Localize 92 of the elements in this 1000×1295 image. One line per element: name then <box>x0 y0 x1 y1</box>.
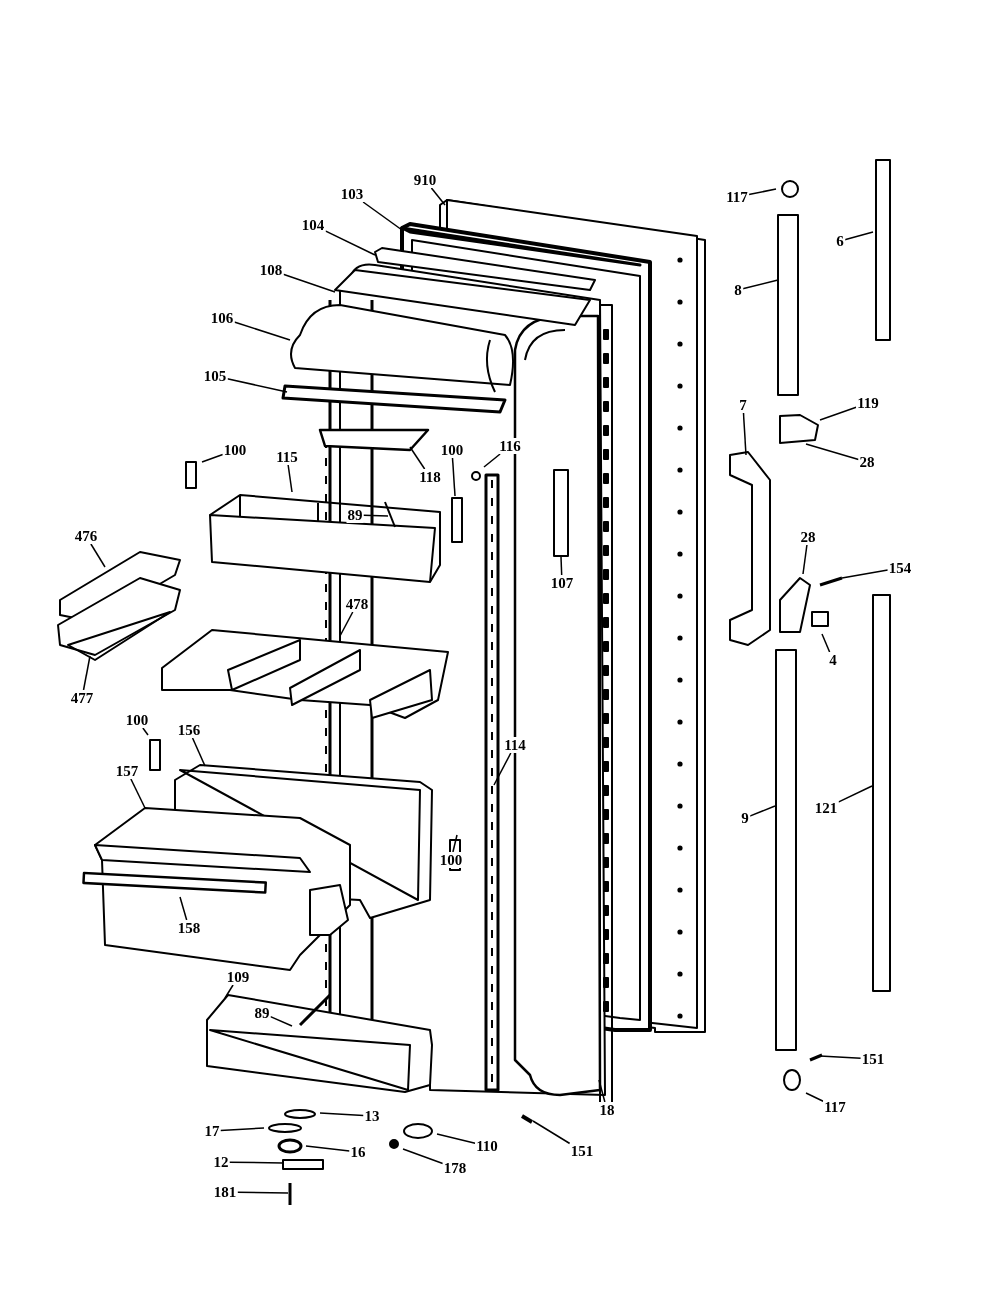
leader-line <box>483 453 501 468</box>
leader-line <box>287 464 293 493</box>
leader-line <box>748 188 777 196</box>
callout-number: 17 <box>203 1123 221 1139</box>
leader-line <box>339 611 354 637</box>
callout-number: 151 <box>569 1143 595 1159</box>
callout-number: 105 <box>202 368 228 384</box>
leader-line <box>90 543 106 568</box>
callout-number: 117 <box>823 1099 847 1115</box>
leader-line <box>802 544 808 575</box>
leader-line <box>82 655 91 691</box>
callout-number: 89 <box>253 1005 271 1021</box>
leader-line <box>228 1161 284 1164</box>
leader-line <box>493 752 512 786</box>
callout-number: 16 <box>349 1144 367 1160</box>
callout-number: 109 <box>225 969 251 985</box>
leader-line <box>224 984 234 999</box>
leader-line <box>142 727 149 736</box>
leader-line <box>430 187 446 206</box>
callout-number: 477 <box>69 690 95 706</box>
callout-number: 156 <box>176 722 202 738</box>
callout-number: 107 <box>549 575 575 591</box>
leader-line <box>269 1015 293 1027</box>
leader-line <box>819 1055 862 1060</box>
callout-number: 121 <box>813 800 839 816</box>
leader-line <box>844 231 874 241</box>
callout-number: 910 <box>412 172 438 188</box>
leader-line <box>305 1145 351 1152</box>
leader-line <box>236 1191 289 1194</box>
leader-line <box>436 1133 476 1144</box>
leader-line <box>749 805 776 817</box>
leader-line <box>226 377 288 393</box>
leader-line <box>324 230 376 256</box>
leader-line <box>362 201 403 231</box>
leader-line <box>451 457 456 497</box>
leader-line <box>282 273 336 293</box>
callout-number: 4 <box>828 652 838 668</box>
leader-line <box>191 737 206 767</box>
leader-line <box>452 834 458 853</box>
leader-line <box>532 1120 571 1145</box>
callout-number: 476 <box>73 528 99 544</box>
leader-line <box>402 1148 444 1165</box>
leader-line <box>805 1092 824 1103</box>
callout-number: 151 <box>860 1051 886 1067</box>
callout-number: 118 <box>418 469 442 485</box>
callout-number: 178 <box>442 1160 468 1176</box>
callout-number: 158 <box>176 920 202 936</box>
leader-line <box>201 453 224 463</box>
callout-number: 7 <box>738 397 748 413</box>
leader-line <box>319 1112 365 1117</box>
leader-line <box>821 633 831 653</box>
callout-number: 9 <box>740 810 750 826</box>
callout-number: 28 <box>799 529 817 545</box>
leader-line <box>837 785 873 803</box>
callout-number: 28 <box>858 454 876 470</box>
callout-number: 110 <box>475 1138 499 1154</box>
callout-number: 100 <box>124 712 150 728</box>
leader-line <box>841 569 889 579</box>
leader-line <box>819 406 857 421</box>
leader-line <box>598 1079 606 1103</box>
callout-number: 478 <box>344 596 370 612</box>
leader-line <box>130 778 146 809</box>
leader-line <box>233 321 291 341</box>
callout-number: 114 <box>503 737 527 753</box>
callout-number: 106 <box>209 310 235 326</box>
callout-number: 117 <box>725 189 749 205</box>
callout-number: 116 <box>498 438 522 454</box>
leader-line <box>219 1127 265 1132</box>
callout-number: 157 <box>114 763 140 779</box>
callout-number: 6 <box>835 233 845 249</box>
callout-number: 100 <box>438 852 464 868</box>
callout-number: 18 <box>598 1102 616 1118</box>
callout-number: 12 <box>212 1154 230 1170</box>
callout-number: 154 <box>887 560 913 576</box>
leader-line <box>409 446 426 470</box>
leader-line <box>560 556 563 576</box>
callout-number: 115 <box>275 449 299 465</box>
callout-number: 103 <box>339 186 365 202</box>
callout-number: 181 <box>212 1184 238 1200</box>
leader-line <box>362 514 389 517</box>
leader-line <box>742 412 747 456</box>
callout-number: 100 <box>222 442 248 458</box>
leader-line <box>179 896 188 921</box>
callout-number: 108 <box>258 262 284 278</box>
leader-line <box>742 279 779 290</box>
callout-number: 89 <box>346 507 364 523</box>
callout-number: 8 <box>733 282 743 298</box>
callout-number: 100 <box>439 442 465 458</box>
leader-line <box>805 443 860 461</box>
callout-number: 104 <box>300 217 326 233</box>
callout-number: 13 <box>363 1108 381 1124</box>
callout-number: 119 <box>856 395 880 411</box>
